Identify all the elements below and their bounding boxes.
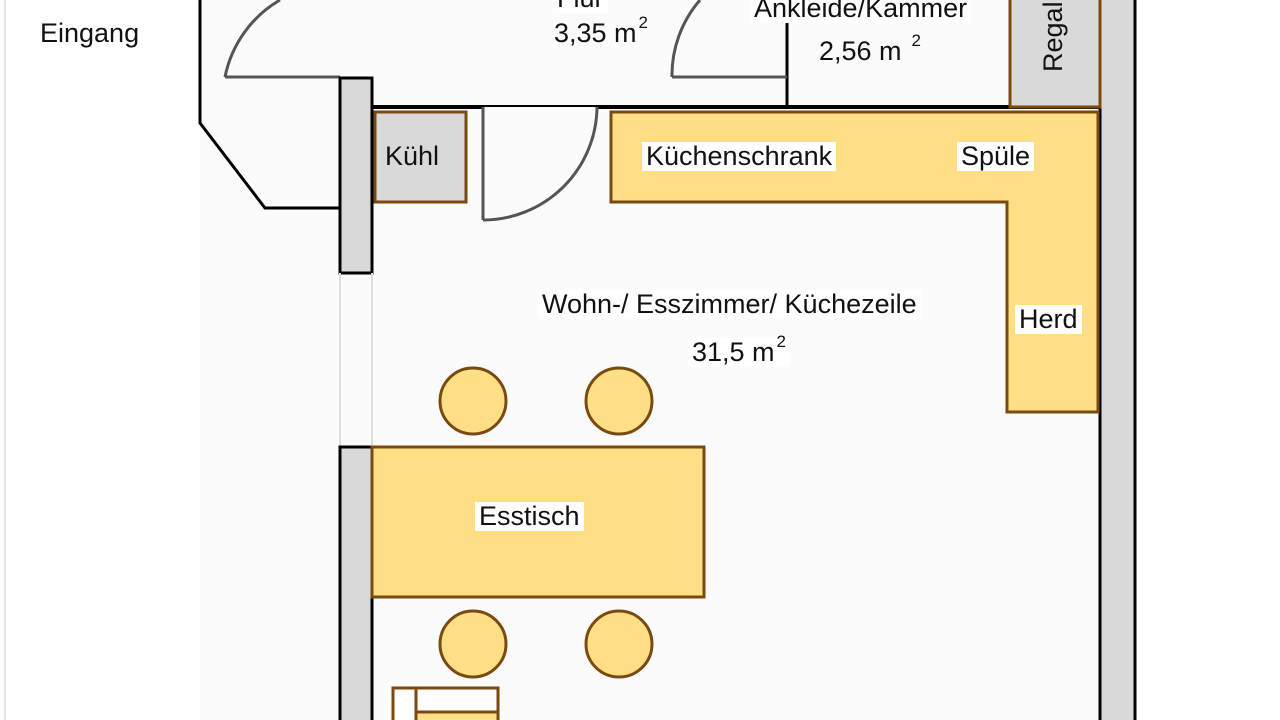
entrance-door-swing (223, 0, 281, 78)
chair (438, 366, 508, 436)
area-exponent: 2 (638, 13, 649, 32)
area-exponent: 2 (776, 332, 787, 351)
chair (584, 366, 654, 436)
shelf-label: Regal (1038, 1, 1068, 72)
room-label-entrance: Eingang (40, 18, 140, 48)
room-label-closet: Ankleide/Kammer (750, 0, 972, 23)
room-label-hall: Flur (553, 0, 608, 13)
left-wall-lower (338, 445, 374, 720)
room-label-living: Wohn-/ Esszimmer/ Küchezeile (538, 290, 921, 319)
area-value: 3,35 m (554, 18, 637, 48)
shelf (1008, 0, 1102, 109)
kitchen-counter (609, 110, 1100, 414)
room-area-closet: 2,56 m 2 (819, 32, 921, 66)
fridge (373, 110, 468, 204)
area-value: 2,56 m (819, 36, 902, 66)
stove-label: Herd (1015, 305, 1082, 334)
area-value: 31,5 m (692, 337, 775, 367)
left-wall-upper (338, 76, 374, 275)
area-exponent: 2 (911, 31, 922, 50)
chair (584, 609, 654, 679)
fridge-label: Kühl (385, 141, 440, 171)
kitchen-door-swing (482, 106, 599, 222)
table-label: Esstisch (475, 502, 584, 531)
entrance-bay-wall (198, 0, 340, 210)
sink-label: Spüle (957, 142, 1035, 171)
right-wall (1098, 0, 1137, 720)
chair (438, 609, 508, 679)
closet-door-swing (670, 0, 702, 78)
cabinet-label: Küchenschrank (642, 142, 837, 171)
